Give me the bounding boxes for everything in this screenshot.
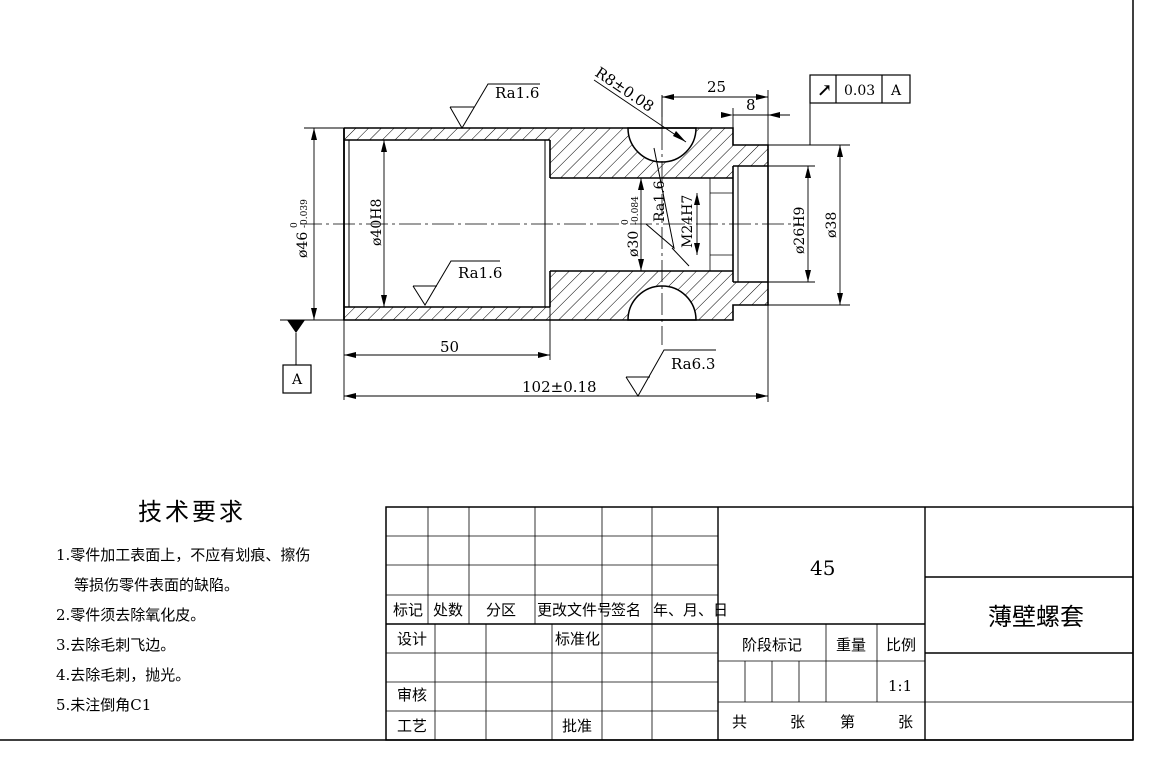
tb-label-change-doc: 更改文件号 <box>537 601 612 619</box>
radius-label: R8±0.08 <box>592 63 657 115</box>
dia46-label: ø46 <box>295 232 311 258</box>
runout-icon: ↗ <box>817 80 832 101</box>
ra-mid-label: Ra1.6 <box>652 180 668 222</box>
ra-top-label: Ra1.6 <box>495 84 539 102</box>
datum-label: A <box>291 372 303 388</box>
tech-requirements-title: 技术要求 <box>138 498 246 526</box>
tech-item: 3.去除毛刺飞边。 <box>56 636 176 654</box>
tb-standard: 标准化 <box>555 630 600 648</box>
dim-50-label: 50 <box>440 338 459 356</box>
tb-material: 45 <box>810 556 835 580</box>
tb-label-zone: 分区 <box>486 601 516 619</box>
tech-item: 1.零件加工表面上，不应有划痕、擦伤 <box>56 546 311 564</box>
ra-bottom-label: Ra6.3 <box>671 355 715 373</box>
tb-label-date: 年、月、日 <box>653 601 728 619</box>
tb-design: 设计 <box>397 630 427 648</box>
tb-label-sign: 签名 <box>611 601 641 619</box>
dia40-label: ø40H8 <box>369 199 385 246</box>
tb-sheets2: 张 <box>898 713 913 731</box>
hatch-bottom-wall <box>344 271 768 320</box>
tech-item: 4.去除毛刺，抛光。 <box>56 666 191 684</box>
m24-label: M24H7 <box>680 195 696 248</box>
tb-process: 工艺 <box>397 717 427 735</box>
gdt-frame <box>800 74 911 146</box>
tech-item: 5.未注倒角C1 <box>56 696 152 714</box>
tech-item: 2.零件须去除氧化皮。 <box>56 606 206 624</box>
tb-approve: 批准 <box>562 717 592 735</box>
tb-scale: 1:1 <box>888 677 912 695</box>
datum-feature <box>280 319 344 394</box>
gdt-datum: A <box>890 83 902 99</box>
gdt-tolerance: 0.03 <box>844 83 875 99</box>
dim-8-label: 8 <box>746 96 756 114</box>
tb-total: 共 <box>732 713 747 731</box>
roughness-symbols <box>412 83 716 397</box>
ra-bore-label: Ra1.6 <box>458 264 502 282</box>
title-block-grid <box>385 506 1134 741</box>
dimension-arrows <box>311 94 843 399</box>
tech-item: 等损伤零件表面的缺陷。 <box>74 576 240 594</box>
dia30-tol-upper: 0 <box>621 219 631 225</box>
tb-sheet-no: 第 <box>840 713 855 731</box>
tb-review: 审核 <box>397 686 427 704</box>
tb-stage-mark: 阶段标记 <box>742 636 802 654</box>
dia26-label: ø26H9 <box>792 207 808 254</box>
tb-scale-label: 比例 <box>886 636 916 654</box>
dia46-tol-lower: -0.039 <box>300 199 310 228</box>
dim-102-label: 102±0.18 <box>522 378 597 396</box>
dia38-label: ø38 <box>824 212 840 238</box>
tb-weight: 重量 <box>836 636 866 654</box>
tb-sheets: 张 <box>790 713 805 731</box>
dia46-tol-upper: 0 <box>290 222 300 228</box>
hatch-top-wall <box>344 128 768 178</box>
tb-label-mark: 标记 <box>393 601 423 619</box>
tech-requirements-list: 1.零件加工表面上，不应有划痕、擦伤 等损伤零件表面的缺陷。 2.零件须去除氧化… <box>56 540 310 720</box>
dim-25-label: 25 <box>707 78 726 96</box>
dia30-label: ø30 <box>626 231 642 257</box>
tb-label-count: 处数 <box>433 601 463 619</box>
tb-part-name: 薄壁螺套 <box>988 603 1084 631</box>
dia30-tol-lower: -0.084 <box>631 196 641 225</box>
